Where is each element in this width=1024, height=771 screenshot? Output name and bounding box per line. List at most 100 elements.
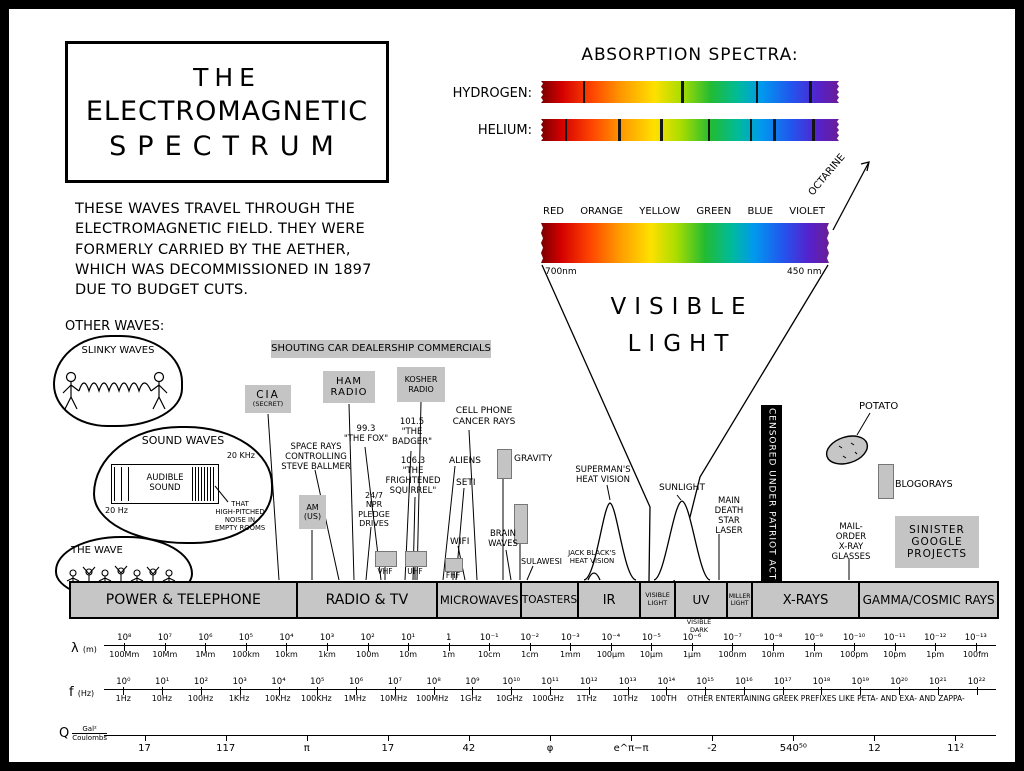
- blogorays-label: BLOGORAYS: [895, 479, 953, 490]
- wavelength-unit-label: 1pm: [926, 650, 945, 659]
- wavelength-unit-label: 100km: [232, 650, 260, 659]
- wavelength-unit-label: 10pm: [883, 650, 907, 659]
- slinky-doodle: [62, 371, 168, 410]
- superman-heat-vision-peak: [583, 502, 637, 581]
- superman-heat-vision-label: SUPERMAN'S HEAT VISION: [575, 465, 631, 486]
- q-symbol: Q Gal² Coulombs: [59, 725, 107, 743]
- frequency-unit-label: 100MHz: [415, 694, 449, 703]
- uhf-label: UHF: [407, 567, 423, 576]
- frequency-unit-label: 100KHz: [300, 694, 332, 703]
- empty-rooms-note: THAT HIGH-PITCHED NOISE IN EMPTY ROOMS: [214, 500, 266, 533]
- frequency-exponent-label: 10¹¹: [531, 677, 570, 695]
- cia-secret-label: (SECRET): [252, 400, 284, 409]
- wavelength-unit-label: 1nm: [804, 650, 823, 659]
- band-microwaves: MICROWAVES: [436, 583, 520, 617]
- color-label: ORANGE: [580, 206, 623, 217]
- wavelength-exponent-label: 10⁵: [226, 633, 267, 651]
- band-miller-light: MILLER LIGHT: [726, 583, 750, 617]
- q-value-label: 17: [347, 735, 428, 754]
- slinky-waves-label: SLINKY WAVES: [81, 345, 155, 356]
- q-fraction-bottom: Coulombs: [72, 734, 107, 743]
- color-label: BLUE: [747, 206, 774, 217]
- band-uv: UV: [673, 583, 727, 617]
- color-label: YELLOW: [639, 206, 681, 217]
- f-glyph: f: [69, 685, 74, 700]
- fm-squirrel-label: 106.3 "THE FRIGHTENED SQUIRREL": [385, 456, 441, 497]
- wavelength-700nm-label: 700nm: [545, 267, 577, 277]
- xray-glasses-label: MAIL- ORDER X-RAY GLASSES: [831, 522, 871, 563]
- uhf-marker-box: [405, 551, 427, 567]
- visible-dark-label: VISIBLE DARK: [686, 618, 712, 634]
- fm-badger-label: 101.5 "THE BADGER": [392, 417, 432, 448]
- frequency-exponent-label: 10²²: [957, 677, 996, 695]
- space-rays-ballmer-label: SPACE RAYS CONTROLLING STEVE BALLMER: [281, 442, 351, 473]
- title-line-1: THE: [193, 62, 261, 92]
- wavelength-exponent-label: 10⁻⁹: [793, 633, 834, 651]
- frequency-unit-label: 1THz: [576, 694, 597, 703]
- wavelength-exponent-label: 10⁻⁵: [631, 633, 672, 651]
- color-label: RED: [543, 206, 564, 217]
- q-value-label: 12: [834, 735, 915, 754]
- wavelength-exponent-label: 10⁶: [185, 633, 226, 651]
- wavelength-unit-label: 1mm: [559, 650, 581, 659]
- censored-patriot-act-bar: CENSORED UNDER PATRIOT ACT: [761, 405, 782, 583]
- band-visible-light: VISIBLE LIGHT: [639, 583, 673, 617]
- cia-label: CIA: [256, 389, 280, 402]
- the-wave-label: THE WAVE: [71, 545, 123, 556]
- title-line-3: SPECTRUM: [109, 130, 345, 162]
- wavelength-unit-label: 10cm: [478, 650, 501, 659]
- vhf-marker-box: [375, 551, 397, 567]
- sound-waves-cloud: SOUND WAVES 20 KHz AUDIBLE SOUND 20 Hz T…: [93, 426, 273, 544]
- wavelength-unit-label: 100pm: [840, 650, 869, 659]
- wavelength-450nm-label: 450 nm: [787, 267, 822, 277]
- q-value-label: π: [266, 735, 347, 754]
- wavelength-exponent-label: 10¹: [388, 633, 429, 651]
- wavelength-unit-label: 100m: [356, 650, 380, 659]
- frequency-exponent-label: 10²: [182, 677, 221, 695]
- frequency-unit-label: 10KHz: [264, 694, 291, 703]
- frequency-unit-label: 1GHz: [460, 694, 482, 703]
- cia-box: CIA (SECRET): [245, 385, 291, 413]
- kosher-radio-box: KOSHER RADIO: [397, 367, 445, 402]
- wavelength-exponent-label: 10⁻¹⁰: [834, 633, 875, 651]
- brain-waves-label: BRAIN WAVES: [488, 529, 518, 550]
- wavelength-unit-label: 10km: [275, 650, 298, 659]
- absorption-title: ABSORPTION SPECTRA:: [581, 45, 799, 65]
- frequency-exponent-label: 10¹⁰: [492, 677, 531, 695]
- spectral-peaks: [583, 500, 711, 581]
- sinister-google-box: SINISTER GOOGLE PROJECTS: [895, 516, 979, 568]
- wavelength-exponent-label: 10⁻⁷: [712, 633, 753, 651]
- wavelength-exponent-label: 1: [428, 633, 469, 651]
- intro-paragraph: THESE WAVES TRAVEL THROUGH THE ELECTROMA…: [75, 201, 372, 299]
- fhf-marker-box: [445, 558, 463, 572]
- frequency-exponent-label: 10⁴: [259, 677, 298, 695]
- q-value-label: 11²: [915, 735, 996, 754]
- title-line-2: ELECTROMAGNETIC: [85, 95, 369, 127]
- high-frequency-stripes: [192, 467, 216, 501]
- visible-word: VISIBLE: [610, 294, 754, 320]
- wavelength-exponent-label: 10⁻⁸: [753, 633, 794, 651]
- seti-label: SETI: [456, 478, 476, 488]
- death-star-laser-label: MAIN DEATH STAR LASER: [714, 496, 744, 537]
- wavelength-unit-label: 1m: [442, 650, 456, 659]
- sound-waves-label: SOUND WAVES: [141, 434, 225, 447]
- wavelength-unit-label: 1Mm: [195, 650, 216, 659]
- blogorays-marker-box: [878, 464, 894, 499]
- wavelength-unit-label: 1μm: [682, 650, 701, 659]
- wavelength-exponent-label: 10³: [307, 633, 348, 651]
- frequency-unit-label: 100GHz: [532, 694, 564, 703]
- stadium-crowd-doodle: [66, 565, 176, 585]
- q-glyph: Q: [59, 726, 70, 742]
- q-value-label: φ: [509, 735, 590, 754]
- frequency-unit-label: 10MHz: [379, 694, 408, 703]
- frequency-exponent-label: 10⁶: [337, 677, 376, 695]
- hydrogen-spectrum-bar: [541, 81, 839, 103]
- frequency-exponent-label: 10⁹: [453, 677, 492, 695]
- q-value-label: 540⁵⁰: [753, 735, 834, 754]
- frequency-unit-label: 1KHz: [228, 694, 250, 703]
